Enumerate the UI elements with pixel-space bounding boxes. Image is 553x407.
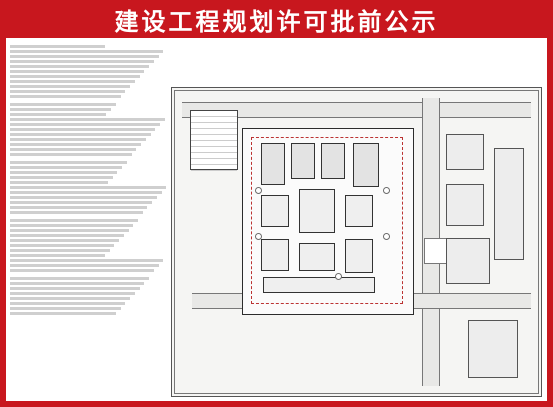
text-line bbox=[10, 148, 137, 151]
text-line bbox=[10, 201, 153, 204]
text-line bbox=[10, 287, 140, 290]
text-line bbox=[10, 65, 150, 68]
plan-inner-border bbox=[174, 90, 539, 394]
text-line bbox=[10, 229, 129, 232]
building-10 bbox=[345, 239, 373, 273]
text-line bbox=[10, 138, 146, 141]
site-plan-drawing bbox=[171, 87, 542, 397]
podium-building bbox=[263, 277, 375, 293]
text-line bbox=[10, 75, 140, 78]
text-line bbox=[10, 128, 156, 131]
text-line bbox=[10, 123, 161, 126]
text-line bbox=[10, 181, 108, 184]
text-line bbox=[10, 259, 164, 262]
tree-icon bbox=[255, 233, 262, 240]
text-line bbox=[10, 277, 150, 280]
building-4 bbox=[353, 143, 379, 187]
building-9 bbox=[299, 243, 335, 271]
setback-line bbox=[251, 137, 403, 304]
text-line bbox=[10, 80, 135, 83]
text-line bbox=[10, 70, 145, 73]
text-line bbox=[10, 249, 110, 252]
text-line bbox=[10, 196, 157, 199]
text-line bbox=[10, 85, 131, 88]
text-line bbox=[10, 118, 165, 121]
text-line bbox=[10, 166, 123, 169]
plan-legend bbox=[424, 238, 448, 264]
text-line bbox=[10, 171, 118, 174]
tree-icon bbox=[335, 273, 342, 280]
text-line bbox=[10, 103, 116, 106]
text-line bbox=[10, 282, 145, 285]
text-line bbox=[10, 206, 148, 209]
text-line bbox=[10, 95, 121, 98]
building-2 bbox=[291, 143, 315, 179]
text-line bbox=[10, 50, 164, 53]
text-line bbox=[10, 45, 105, 48]
body-lines bbox=[10, 45, 168, 315]
tree-icon bbox=[255, 187, 262, 194]
text-line bbox=[10, 264, 159, 267]
building-7 bbox=[345, 195, 373, 227]
text-line bbox=[10, 90, 126, 93]
text-line bbox=[10, 176, 113, 179]
text-line bbox=[10, 224, 134, 227]
text-line bbox=[10, 60, 154, 63]
text-line bbox=[10, 55, 159, 58]
text-line bbox=[10, 143, 142, 146]
road-top bbox=[182, 102, 531, 118]
text-line bbox=[10, 161, 127, 164]
text-line bbox=[10, 219, 138, 222]
text-line bbox=[10, 297, 131, 300]
text-line bbox=[10, 292, 135, 295]
text-line bbox=[10, 153, 132, 156]
text-line bbox=[10, 307, 121, 310]
technical-indicator-table bbox=[190, 110, 238, 171]
building-6 bbox=[299, 189, 335, 233]
text-line bbox=[10, 191, 162, 194]
text-line bbox=[10, 269, 154, 272]
building-8 bbox=[261, 239, 289, 271]
notice-text-column bbox=[10, 40, 168, 398]
building-5 bbox=[261, 195, 289, 227]
building-1 bbox=[261, 143, 285, 185]
text-line bbox=[10, 234, 124, 237]
tree-icon bbox=[383, 233, 390, 240]
east-block-1 bbox=[446, 134, 484, 170]
east-block-3 bbox=[446, 238, 490, 284]
east-block-2 bbox=[446, 184, 484, 226]
tree-icon bbox=[383, 187, 390, 194]
page-title: 建设工程规划许可批前公示 bbox=[6, 6, 547, 38]
project-site-boundary bbox=[242, 128, 414, 315]
building-3 bbox=[321, 143, 345, 179]
text-line bbox=[10, 133, 151, 136]
text-line bbox=[10, 186, 167, 189]
text-line bbox=[10, 244, 115, 247]
text-line bbox=[10, 254, 105, 257]
east-block-5 bbox=[468, 320, 518, 378]
text-line bbox=[10, 239, 120, 242]
east-block-4 bbox=[494, 148, 524, 260]
text-line bbox=[10, 302, 126, 305]
text-line bbox=[10, 312, 116, 315]
text-line bbox=[10, 211, 143, 214]
text-line bbox=[10, 108, 112, 111]
text-line bbox=[10, 113, 107, 116]
